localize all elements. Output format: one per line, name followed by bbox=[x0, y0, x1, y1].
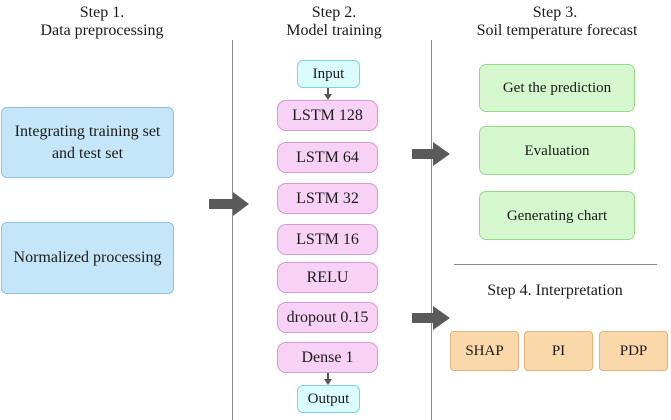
step4-title: Step 4. Interpretation bbox=[487, 282, 623, 299]
layer-lstm-64: LSTM 64 bbox=[277, 142, 378, 173]
integrate-line-2: and test set bbox=[51, 144, 124, 162]
step1-title: Step 1. bbox=[79, 4, 125, 21]
step3-title: Step 3. bbox=[532, 4, 578, 21]
divider-left bbox=[232, 40, 233, 420]
shap-box: SHAP bbox=[450, 331, 519, 371]
input-box: Input bbox=[297, 60, 360, 88]
layer-lstm-128: LSTM 128 bbox=[277, 100, 378, 131]
output-box: Output bbox=[297, 385, 360, 413]
step2-title: Step 2. bbox=[311, 4, 357, 21]
layer-relu: RELU bbox=[277, 262, 378, 293]
pdp-box: PDP bbox=[599, 331, 668, 371]
layer-lstm-32: LSTM 32 bbox=[277, 183, 378, 214]
step1-subtitle: Data preprocessing bbox=[40, 22, 164, 39]
divider-step3-step4 bbox=[454, 264, 657, 265]
dense-to-output-arrow bbox=[324, 373, 332, 385]
generating-chart-box: Generating chart bbox=[479, 191, 635, 240]
step3-subtitle: Soil temperature forecast bbox=[476, 22, 638, 39]
step2-subtitle: Model training bbox=[286, 22, 382, 39]
layer-dropout: dropout 0.15 bbox=[277, 302, 378, 333]
normalize-box: Normalized processing bbox=[1, 222, 174, 294]
divider-right bbox=[431, 40, 432, 420]
evaluation-box: Evaluation bbox=[479, 126, 635, 175]
pi-box: PI bbox=[524, 331, 593, 371]
step1-to-step2-arrow bbox=[209, 192, 249, 216]
layer-dense: Dense 1 bbox=[277, 342, 378, 373]
integrate-line-1: Integrating training set bbox=[14, 122, 161, 140]
layer-lstm-16: LSTM 16 bbox=[277, 224, 378, 255]
integrate-datasets-box: Integrating training set and test set bbox=[1, 107, 174, 178]
input-to-lstm-arrow bbox=[324, 88, 332, 100]
get-prediction-box: Get the prediction bbox=[479, 64, 635, 112]
